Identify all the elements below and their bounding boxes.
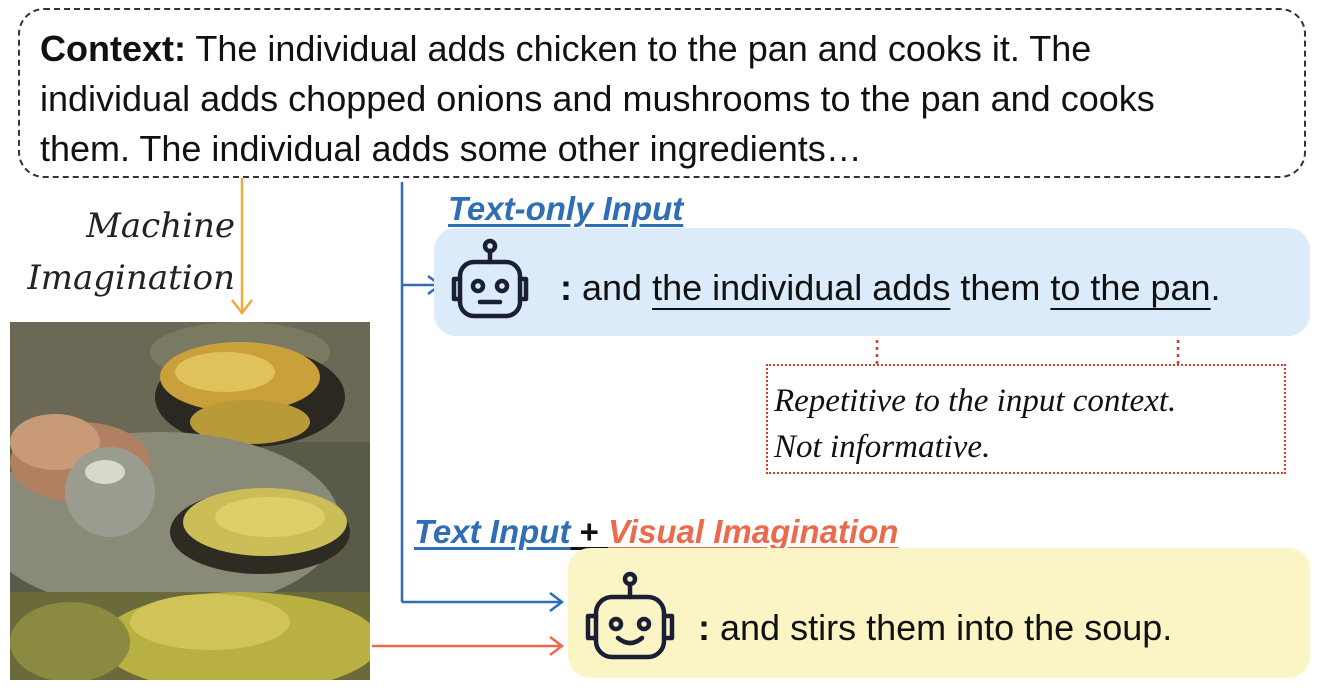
machine-imagination-label: Machine Imagination: [0, 200, 235, 304]
text-visual-response: : and stirs them into the soup.: [698, 606, 1172, 650]
machine-imagination-arrow: [231, 178, 253, 316]
context-line3: them. The individual adds some other ing…: [40, 128, 862, 169]
context-label: Context:: [40, 28, 186, 69]
context-line2: individual adds chopped onions and mushr…: [40, 78, 1155, 119]
text-visual-heading: Text Input + Visual Imagination: [414, 513, 898, 551]
response-text-2: and stirs them into the soup.: [720, 607, 1173, 648]
repetitive-phrase-2: to the pan: [1050, 267, 1211, 308]
response-colon: :: [560, 267, 572, 308]
response-them: them: [960, 267, 1041, 308]
annotation-line2: Not informative.: [774, 429, 991, 465]
robot-icon: [451, 238, 529, 319]
annotation-pointers: [875, 318, 1180, 364]
context-line1: The individual adds chicken to the pan a…: [195, 28, 1092, 69]
context-text: Context: The individual adds chicken to …: [40, 24, 1290, 174]
annotation-box: [766, 364, 1286, 474]
machine-imagination-line2: Imagination: [27, 258, 235, 298]
context-box: [18, 8, 1306, 178]
plus-sign: +: [579, 513, 599, 550]
text-flow-arrows: [400, 182, 565, 612]
response-colon-2: :: [698, 607, 710, 648]
visual-imagination-heading: Visual Imagination: [608, 513, 899, 550]
response-and: and: [582, 267, 643, 308]
response-period: .: [1210, 267, 1221, 308]
machine-imagination-line1: Machine: [86, 206, 235, 246]
text-only-response: : and the individual adds them to the pa…: [560, 266, 1221, 310]
text-visual-response-panel: [568, 548, 1310, 678]
annotation-line1: Repetitive to the input context.: [774, 383, 1177, 419]
text-only-heading: Text-only Input: [448, 190, 684, 227]
text-only-response-panel: [434, 228, 1310, 336]
visual-flow-arrow: [372, 636, 565, 656]
repetitive-phrase-1: the individual adds: [652, 267, 951, 308]
text-input-heading: Text Input: [414, 513, 571, 550]
annotation-text: Repetitive to the input context. Not inf…: [774, 378, 1284, 470]
robot-smiling-icon: [585, 571, 675, 660]
imagined-image: [10, 322, 370, 680]
